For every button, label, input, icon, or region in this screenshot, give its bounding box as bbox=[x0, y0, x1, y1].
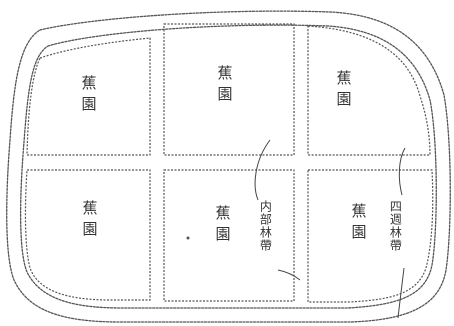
plot-outline-top-right bbox=[307, 25, 431, 156]
plot-outline-top-left bbox=[26, 37, 151, 156]
plot-label-top-right: 蕉園 bbox=[334, 70, 353, 112]
plot-label-bottom-middle: 蕉園 bbox=[213, 205, 232, 247]
plot-label-top-middle: 蕉園 bbox=[215, 65, 234, 107]
inner-belt-boundary-outline bbox=[19, 24, 437, 309]
plot-outline-bottom-middle bbox=[163, 169, 295, 302]
plot-outline-top-middle bbox=[163, 23, 295, 156]
plot-label-bottom-right: 蕉園 bbox=[349, 203, 368, 245]
outer-boundary-outline bbox=[6, 10, 451, 323]
inner-belt-label: 内部林帶 bbox=[258, 200, 273, 252]
plot-outline-bottom-left bbox=[24, 169, 151, 301]
outer-belt-leader-line-lower bbox=[397, 267, 405, 319]
plot-label-top-left: 蕉園 bbox=[79, 75, 98, 117]
plot-label-bottom-left: 蕉園 bbox=[80, 200, 99, 242]
outer-belt-label: 四週林帶 bbox=[388, 200, 403, 252]
ink-dot bbox=[186, 236, 190, 240]
inner-belt-leader-line bbox=[254, 139, 271, 201]
outer-belt-leader-line bbox=[398, 147, 406, 196]
plot-outline-bottom-right bbox=[307, 169, 434, 303]
inner-belt-leader-line-lower bbox=[277, 269, 301, 281]
